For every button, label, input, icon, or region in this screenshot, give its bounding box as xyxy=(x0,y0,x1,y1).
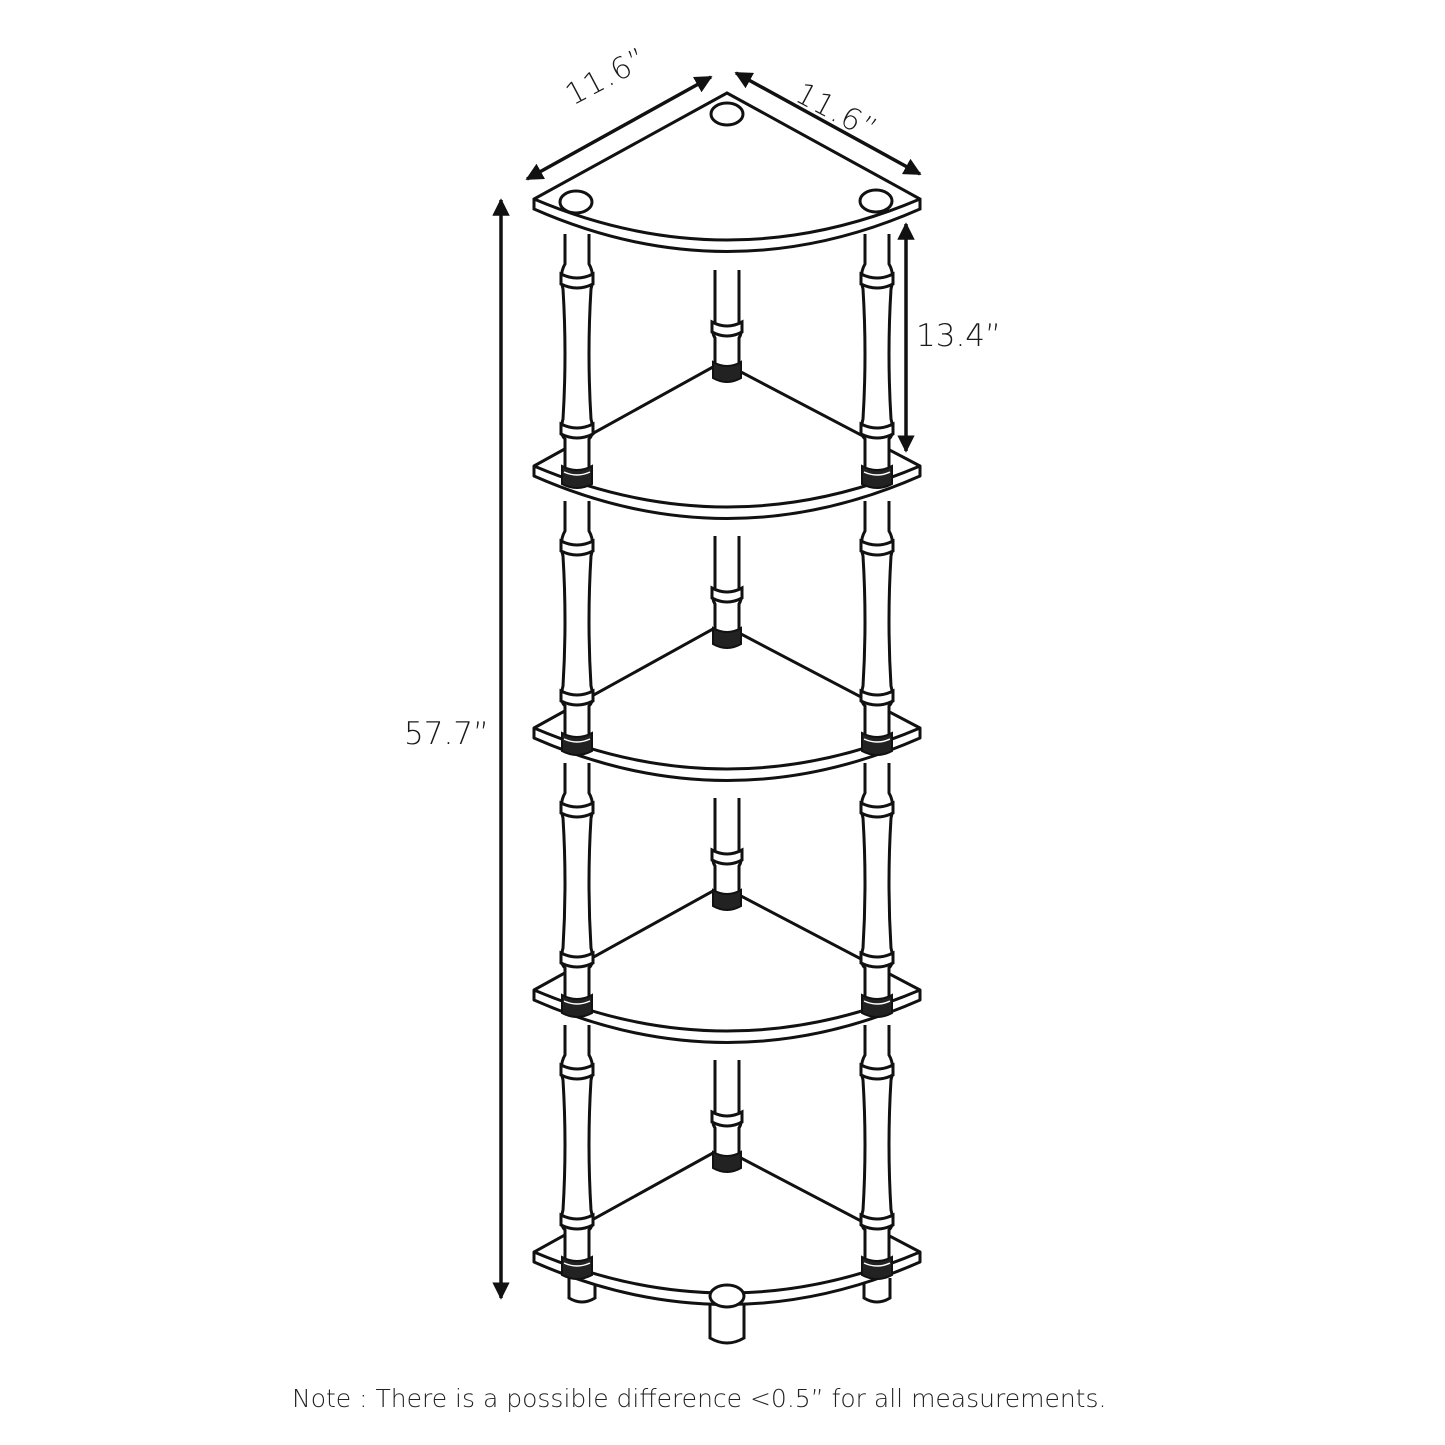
shelf-tier-1 xyxy=(532,91,922,253)
width-left-arrow xyxy=(525,75,713,181)
total-height-label: 57.7” xyxy=(404,716,490,752)
shelf-tier-2 xyxy=(532,360,922,520)
top-cap-back xyxy=(709,101,745,127)
width-right-arrow xyxy=(734,71,922,176)
top-cap-left xyxy=(558,189,594,215)
feet xyxy=(567,1278,892,1345)
top-cap-right xyxy=(858,188,894,214)
measurement-note: Note : There is a possible difference <0… xyxy=(292,1384,1107,1413)
tier-height-label: 13.4” xyxy=(916,318,1002,354)
